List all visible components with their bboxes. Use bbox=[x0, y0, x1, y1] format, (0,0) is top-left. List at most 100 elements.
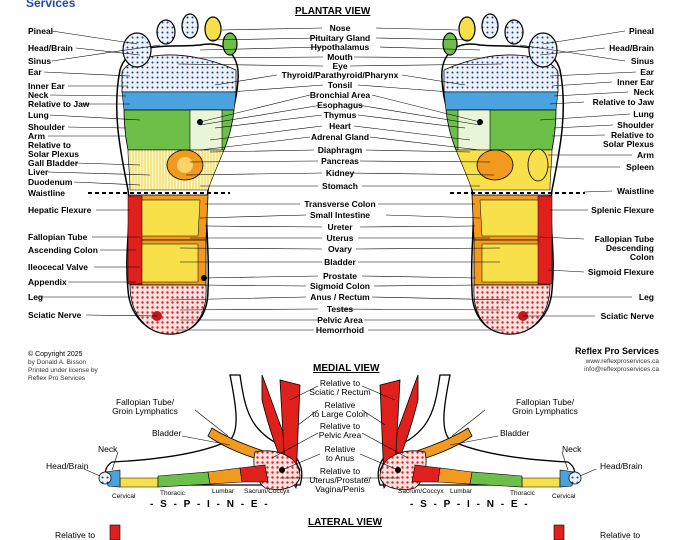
label-lung-left: Lung bbox=[28, 110, 49, 120]
label-transverse-colon: Transverse Colon bbox=[304, 199, 375, 209]
leader-lines bbox=[40, 27, 637, 331]
medial-fallopian-right-2: Groin Lymphatics bbox=[512, 406, 578, 416]
plantar-left-labels: Pineal Head/Brain Sinus Ear Inner Ear Ne… bbox=[28, 26, 98, 320]
label-testes: Testes bbox=[327, 304, 354, 314]
medial-center-labels: Relative to Sciatic / Rectum Relative to… bbox=[309, 378, 371, 494]
label-hypothalamus: Hypothalamus bbox=[311, 42, 370, 52]
label-pancreas: Pancreas bbox=[321, 156, 359, 166]
license-line-2: Reflex Pro Services bbox=[28, 375, 86, 382]
label-waistline-right: Waistline bbox=[617, 186, 654, 196]
medial-uterus-1: Relative to bbox=[320, 466, 360, 476]
label-solar-plexus-right: Solar Plexus bbox=[603, 139, 654, 149]
lateral-relative-left: Relative to bbox=[55, 530, 95, 540]
medial-sciatic-1: Relative to bbox=[320, 378, 360, 388]
label-pineal-left: Pineal bbox=[28, 26, 53, 36]
label-mouth: Mouth bbox=[327, 52, 353, 62]
copyright: © Copyright 2025 bbox=[28, 350, 83, 358]
label-jaw-right: Relative to Jaw bbox=[593, 97, 655, 107]
author: by Donald A. Bisson bbox=[28, 359, 87, 366]
label-neck-right: Neck bbox=[634, 87, 655, 97]
medial-colon-2: to Large Colon bbox=[312, 409, 368, 419]
label-sinus-left: Sinus bbox=[28, 56, 51, 66]
label-heart: Heart bbox=[329, 121, 351, 131]
medial-left-labels: Fallopian Tube/ Groin Lymphatics Bladder… bbox=[46, 397, 181, 471]
label-jaw-left: Relative to Jaw bbox=[28, 99, 90, 109]
medial-pelvic-1: Relative to bbox=[320, 421, 360, 431]
label-fallopian-tube-left: Fallopian Tube bbox=[28, 232, 88, 242]
label-relative-to-right: Relative to bbox=[611, 130, 654, 140]
medial-uterus-3: Vagina/Penis bbox=[315, 484, 364, 494]
label-anus-rectum: Anus / Rectum bbox=[310, 292, 370, 302]
label-kidney: Kidney bbox=[326, 168, 355, 178]
label-sigmoid-colon: Sigmoid Colon bbox=[310, 281, 370, 291]
spine-lumbar-left: Lumbar bbox=[212, 488, 235, 495]
label-ovary: Ovary bbox=[328, 244, 352, 254]
medial-anus-1: Relative bbox=[325, 444, 356, 454]
label-ascending-colon: Ascending Colon bbox=[28, 245, 98, 255]
label-tonsil: Tonsil bbox=[328, 80, 352, 90]
label-hemorrhoid: Hemorrhoid bbox=[316, 325, 364, 335]
label-head-brain-left: Head/Brain bbox=[28, 43, 73, 53]
label-sciatic-nerve-right: Sciatic Nerve bbox=[601, 311, 655, 321]
plantar-right-labels: Pineal Head/Brain Sinus Ear Inner Ear Ne… bbox=[588, 26, 655, 321]
spine-thoracic-right: Thoracic bbox=[510, 490, 536, 497]
label-bronchial-area: Bronchial Area bbox=[310, 90, 370, 100]
label-duodenum: Duodenum bbox=[28, 177, 73, 187]
label-lung-right: Lung bbox=[633, 109, 654, 119]
label-ureter: Ureter bbox=[327, 222, 353, 232]
medial-head-right: Head/Brain bbox=[600, 461, 643, 471]
label-diaphragm: Diaphragm bbox=[318, 145, 363, 155]
brand-name: Reflex Pro Services bbox=[575, 346, 659, 356]
label-hepatic-flexure: Hepatic Flexure bbox=[28, 205, 92, 215]
medial-fallopian-left-2: Groin Lymphatics bbox=[112, 406, 178, 416]
medial-anus-2: to Anus bbox=[326, 453, 354, 463]
label-neck-left: Neck bbox=[28, 90, 49, 100]
medial-uterus-2: Uterus/Prostate/ bbox=[309, 475, 371, 485]
spine-sacrum-right: Sacrum/Coccyx bbox=[398, 488, 444, 495]
label-thymus: Thymus bbox=[324, 110, 357, 120]
label-ear-right: Ear bbox=[640, 67, 654, 77]
header-title-fragment: Services bbox=[26, 0, 76, 10]
label-prostate: Prostate bbox=[323, 271, 357, 281]
label-waistline-left: Waistline bbox=[28, 188, 65, 198]
label-uterus: Uterus bbox=[327, 233, 354, 243]
label-leg-right: Leg bbox=[639, 292, 654, 302]
label-pineal-right: Pineal bbox=[629, 26, 654, 36]
label-ear-left: Ear bbox=[28, 67, 42, 77]
label-shoulder-right: Shoulder bbox=[617, 120, 655, 130]
label-sinus-right: Sinus bbox=[631, 56, 654, 66]
medial-head-left: Head/Brain bbox=[46, 461, 89, 471]
brand-website: www.reflexproservices.ca bbox=[585, 358, 660, 365]
label-small-intestine: Small Intestine bbox=[310, 210, 370, 220]
spine-word-right: - S - P - I - N - E - bbox=[410, 499, 530, 510]
medial-bladder-right: Bladder bbox=[500, 428, 529, 438]
label-sigmoid-flexure: Sigmoid Flexure bbox=[588, 267, 654, 277]
label-colon: Colon bbox=[630, 252, 654, 262]
label-appendix: Appendix bbox=[28, 277, 67, 287]
label-ileocecal-valve: Ileocecal Valve bbox=[28, 262, 88, 272]
medial-leader-lines bbox=[83, 385, 597, 479]
label-thyroid: Thyroid/Parathyroid/Pharynx bbox=[282, 70, 399, 80]
label-leg-left: Leg bbox=[28, 292, 43, 302]
copyright-block: © Copyright 2025 by Donald A. Bisson Pri… bbox=[28, 350, 98, 382]
label-descending: Descending bbox=[606, 243, 654, 253]
spine-word-left: - S - P - I - N - E - bbox=[150, 499, 270, 510]
label-eye: Eye bbox=[332, 61, 347, 71]
label-head-brain-right: Head/Brain bbox=[609, 43, 654, 53]
spine-sacrum-left: Sacrum/Coccyx bbox=[244, 488, 290, 495]
label-shoulder-left: Shoulder bbox=[28, 122, 66, 132]
spine-labels-right: Sacrum/Coccyx Lumbar Thoracic Cervical -… bbox=[398, 488, 576, 510]
label-nose: Nose bbox=[330, 23, 351, 33]
spine-cervical-right: Cervical bbox=[552, 493, 576, 500]
label-adrenal-gland: Adrenal Gland bbox=[311, 132, 369, 142]
label-pelvic-area: Pelvic Area bbox=[317, 315, 363, 325]
lateral-view-title: LATERAL VIEW bbox=[308, 517, 383, 528]
medial-sciatic-2: Sciatic / Rectum bbox=[309, 387, 370, 397]
brand-block: Reflex Pro Services www.reflexproservice… bbox=[575, 346, 659, 373]
label-bladder: Bladder bbox=[324, 257, 356, 267]
label-liver: Liver bbox=[28, 167, 49, 177]
label-splenic-flexure: Splenic Flexure bbox=[591, 205, 654, 215]
medial-left-foot bbox=[98, 374, 303, 490]
brand-email: info@reflexproservices.ca bbox=[584, 366, 659, 373]
